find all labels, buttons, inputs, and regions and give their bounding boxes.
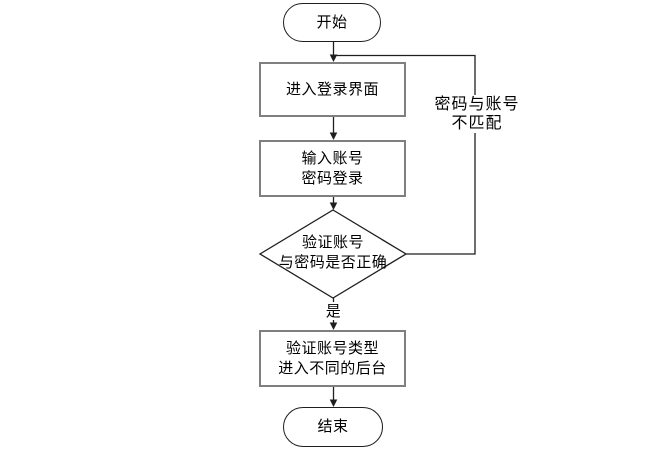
verify-account-type-node: 验证账号类型 进入不同的后台 — [259, 330, 406, 387]
start-node-label: 开始 — [316, 13, 348, 31]
enter-login-node: 进入登录界面 — [259, 62, 406, 117]
verify-account-type-line1: 验证账号类型 — [285, 339, 379, 357]
input-login-node-label: 输入账号 密码登录 — [301, 149, 363, 189]
arrowhead-accounttype — [329, 322, 338, 330]
edge-label-yes: 是 — [323, 302, 344, 320]
arrowhead-enterlogin — [329, 54, 338, 62]
end-node: 结束 — [283, 407, 383, 447]
verify-credentials-line2: 与密码是否正确 — [278, 254, 388, 271]
input-login-node: 输入账号 密码登录 — [259, 140, 406, 197]
arrowhead-end — [329, 399, 338, 407]
arrowhead-inputlogin — [329, 132, 338, 140]
verify-account-type-line2: 进入不同的后台 — [278, 359, 387, 377]
end-node-label: 结束 — [317, 418, 349, 435]
edge-label-no-match: 密码与账号 不匹配 — [430, 95, 524, 133]
verify-credentials-line1: 验证账号 — [301, 234, 364, 251]
enter-login-node-label: 进入登录界面 — [285, 80, 379, 98]
decision-diamond-label: 验证账号 与密码是否正确 — [263, 233, 403, 273]
start-node: 开始 — [283, 3, 381, 42]
verify-account-type-label: 验证账号类型 进入不同的后台 — [278, 339, 387, 379]
edge-label-no-match-line1: 密码与账号 — [434, 96, 520, 113]
input-login-line1: 输入账号 — [301, 149, 364, 167]
arrowhead-verify — [329, 202, 338, 210]
edge-label-no-match-line2: 不匹配 — [451, 115, 503, 132]
input-login-line2: 密码登录 — [301, 169, 364, 187]
edge-feedback-no-match — [334, 54, 476, 255]
